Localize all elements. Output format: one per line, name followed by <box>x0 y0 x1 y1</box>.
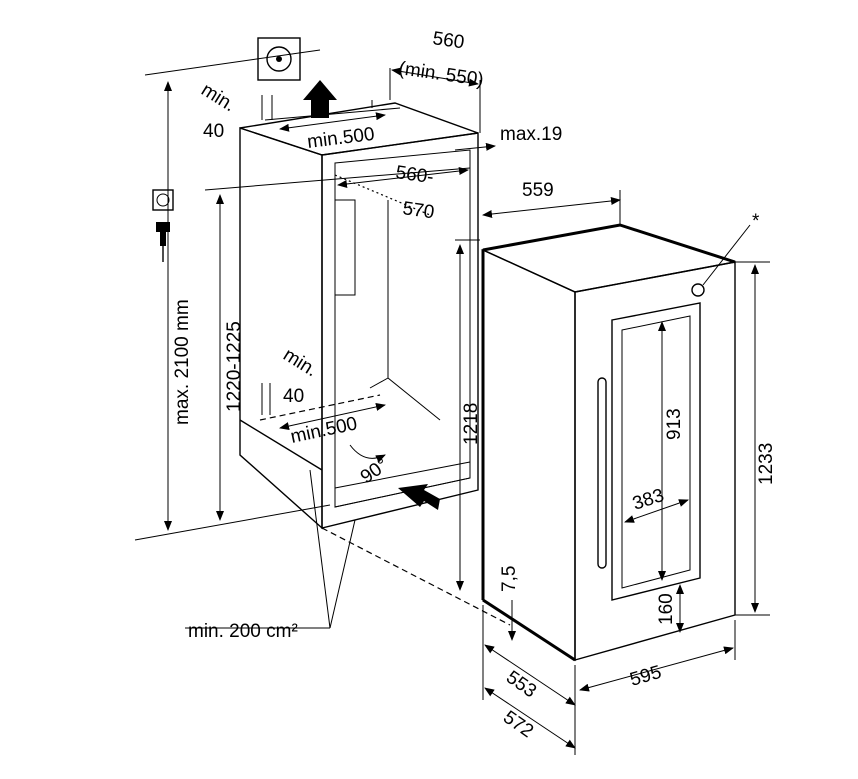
small-socket-icon <box>152 189 174 211</box>
niche-dimensions <box>134 49 496 629</box>
niche-width-label: 560 <box>431 28 465 53</box>
door-handle <box>597 377 607 569</box>
niche-width-min-label: (min. 550) <box>397 58 485 91</box>
gap-label: 7,5 <box>499 566 520 592</box>
max-height-label: max. 2100 mm <box>172 299 193 425</box>
max-overlap-label: max.19 <box>500 124 562 145</box>
asterisk-label: * <box>752 211 760 232</box>
plug-icon <box>156 222 170 262</box>
airflow-out-arrow-icon <box>303 80 337 118</box>
inner-width-label-a: 560- <box>394 162 435 188</box>
glass-height-label: 913 <box>664 408 685 440</box>
lock-icon <box>691 283 705 297</box>
total-height-label: 1233 <box>756 443 777 485</box>
top-vent-depth-value: 40 <box>203 121 224 142</box>
niche-height-label: 1220-1225 <box>224 321 245 412</box>
bottom-offset-label: 160 <box>656 593 677 625</box>
depth-total-label: 572 <box>499 707 537 742</box>
side-height-label: 1218 <box>461 403 482 445</box>
glass-width-label: 383 <box>630 485 667 515</box>
wine-cabinet-drawing <box>480 223 751 662</box>
top-vent-depth-label: min. <box>197 79 239 116</box>
depth-label: 553 <box>502 667 540 702</box>
front-width-label: 595 <box>628 662 664 691</box>
airflow-in-arrow-icon <box>398 484 440 510</box>
appliance-dimensions <box>482 190 770 755</box>
niche-drawing <box>239 100 511 626</box>
inner-width-label-b: 570 <box>401 198 435 223</box>
bottom-vent-depth-value: 40 <box>283 386 304 407</box>
appliance-width-label: 559 <box>522 180 554 201</box>
ventilation-area-label: min. 200 cm² <box>188 621 298 642</box>
bottom-vent-depth-label: min. <box>279 344 321 381</box>
wall-socket-icon <box>257 37 301 81</box>
